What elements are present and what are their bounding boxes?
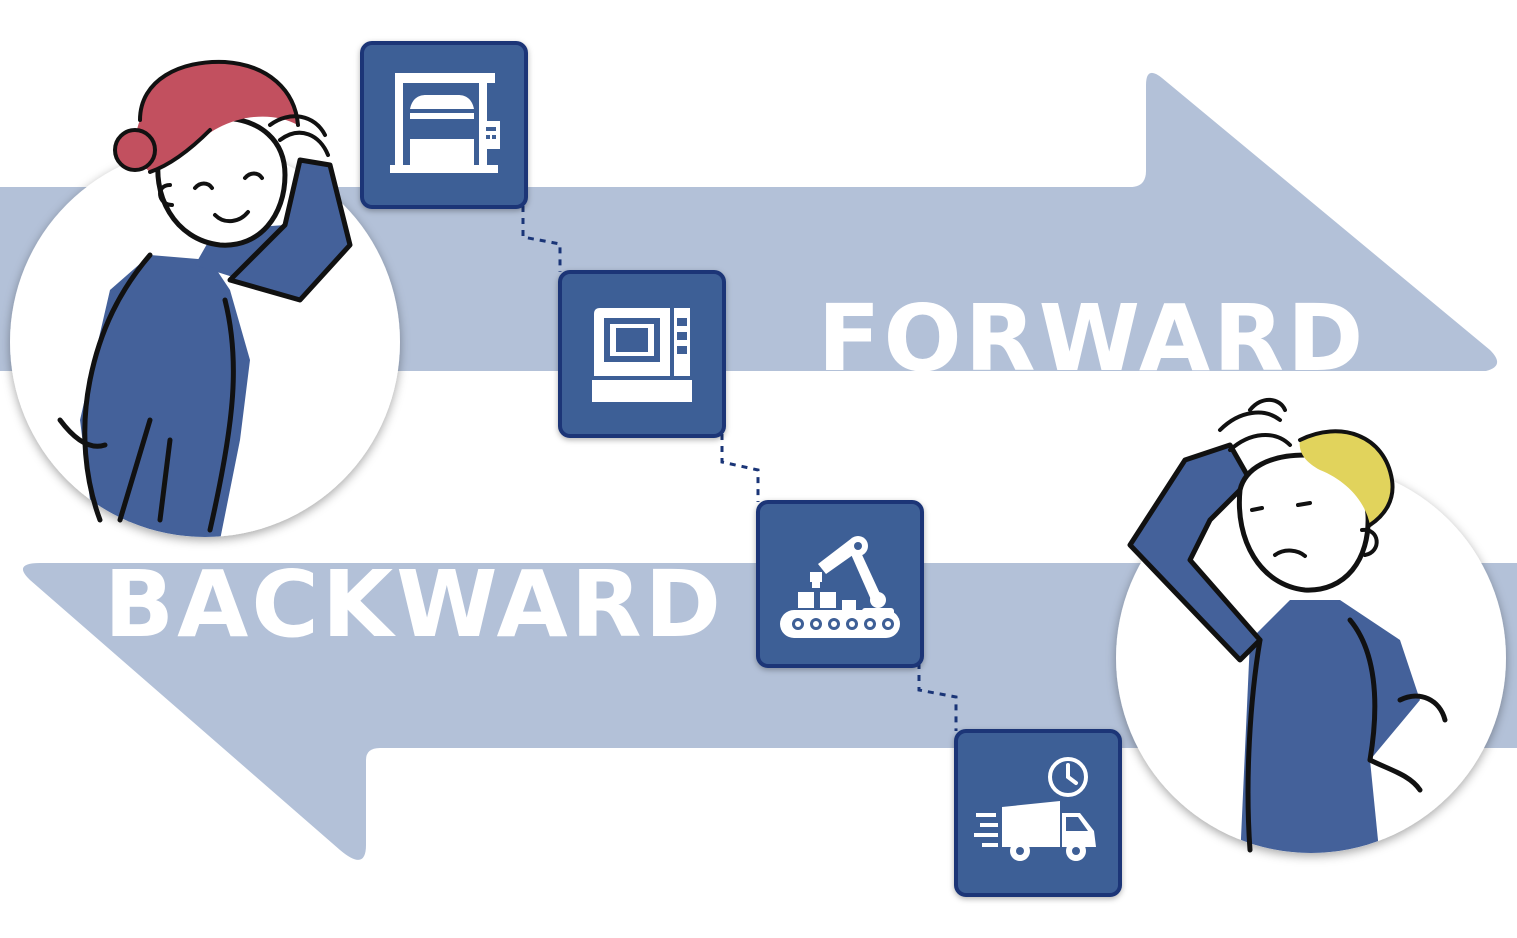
confused-man-illustration — [1116, 397, 1506, 853]
confused-woman-illustration — [10, 59, 400, 537]
connector-2-3 — [720, 434, 760, 502]
step-robot-conveyor — [756, 500, 924, 668]
cnc-machine-icon — [592, 308, 692, 402]
robot-arm-conveyor-icon — [780, 536, 900, 638]
connector-1-2 — [521, 206, 562, 272]
delivery-truck-clock-icon — [974, 757, 1096, 861]
connector-3-4 — [917, 663, 958, 731]
step-delivery-truck — [954, 729, 1122, 897]
clock-icon — [1048, 757, 1088, 797]
backward-label: BACKWARD — [104, 551, 724, 658]
step-press-machine — [360, 41, 528, 209]
press-machine-icon — [390, 73, 500, 173]
forward-label: FORWARD — [818, 285, 1367, 392]
step-connectors — [521, 206, 958, 731]
step-cnc-machine — [558, 270, 726, 438]
